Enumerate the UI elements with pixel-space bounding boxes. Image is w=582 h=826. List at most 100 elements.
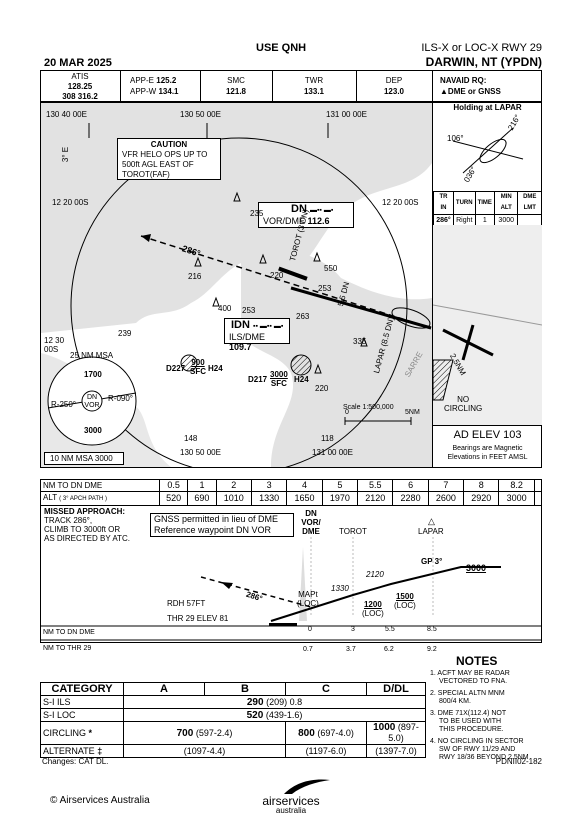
glidepath	[270, 566, 501, 622]
elevation-label: 220	[270, 271, 284, 280]
alt-cell: 1010	[215, 491, 252, 506]
dn-vor-box: DN ▬▪▪ ▬▪ VOR/DME 112.6	[258, 202, 354, 228]
dme-cell: 3	[250, 479, 288, 492]
arrow-icon	[141, 234, 151, 242]
nm-tick: 8.5	[427, 626, 437, 633]
coastline	[433, 304, 542, 326]
missed-approach-text: MISSED APPROACH: TRACK 286°, CLIMB TO 30…	[44, 507, 130, 543]
arrow-icon	[221, 582, 233, 589]
brand-logo: airservices australia	[262, 794, 320, 815]
atis-cell: ATIS 128.25 308 316.2	[62, 72, 98, 101]
alt-cell: 690	[187, 491, 217, 506]
holding-pattern	[391, 307, 431, 329]
fix-triangle-icon: △	[428, 516, 435, 526]
elevation-label: 253	[242, 306, 256, 315]
restricted-area-d227	[180, 354, 198, 372]
right-map-strip	[433, 225, 542, 425]
holding-diagram	[452, 127, 524, 174]
minima-circ-c: 800 (697-4.0)	[285, 721, 367, 745]
minima-header: CATEGORY	[40, 682, 124, 696]
minima-header: B	[204, 682, 286, 696]
lon-label: 131 00 00E	[326, 110, 367, 119]
restricted-label: D227	[166, 364, 186, 373]
restricted-area-d217	[290, 354, 312, 376]
runway-crossing	[461, 324, 475, 361]
elevation-label: 400	[218, 304, 232, 313]
profile-torot-label: TOROT	[339, 527, 367, 536]
note-marker: ‡	[97, 745, 103, 756]
hold-bearing: 106°	[447, 134, 464, 143]
alt-cell: 1970	[321, 491, 359, 506]
chart-code: PDNII02-182	[495, 757, 542, 766]
elevation-label: 239	[118, 329, 132, 338]
fix-alt-1500: 1500 (LOC)	[394, 592, 416, 610]
no-circling-area	[433, 359, 454, 401]
morse-icon: ▬▪▪ ▬▪	[309, 207, 334, 214]
alt-cell: 520	[158, 491, 189, 506]
hold-table: TR IN TURN TIME MIN ALT DME LMT 286° Rig…	[433, 191, 542, 227]
copyright: © Airservices Australia	[50, 795, 150, 806]
scale-end: 5NM	[405, 409, 420, 416]
frequency-strip	[40, 70, 542, 102]
obstacle-icon	[194, 256, 202, 267]
dme-cell: 5.5	[357, 479, 394, 492]
nm-tick: 9.2	[427, 646, 437, 653]
aerodrome-elevation: AD ELEV 103	[453, 429, 522, 441]
hold-radial-line	[452, 140, 524, 160]
obstacle-icon	[313, 251, 321, 262]
dme-cell	[533, 479, 543, 492]
alt-cell: 2280	[392, 491, 429, 506]
minima-alt-ab: (1097-4.4)	[123, 744, 286, 758]
scale-zero: 0	[345, 409, 349, 416]
obstacle-icon	[233, 191, 241, 202]
nm-tick: 5.5	[385, 626, 395, 633]
fix-alt-1200: 1200 (LOC)	[362, 600, 384, 618]
glidepath-label: GP 3°	[421, 557, 443, 566]
airport-name: DARWIN, NT (YPDN)	[425, 55, 542, 69]
profile-dn-label: DN VOR/ DME	[301, 509, 321, 536]
profile-lapar-label: LAPAR	[418, 527, 444, 536]
nm-tick: 0	[308, 626, 312, 633]
elevation-label: 216	[188, 272, 202, 281]
lon-label: 130 50 00E	[180, 110, 221, 119]
elevation-label: 253	[318, 284, 332, 293]
minima-ils-value: 290 (209) 0.8	[123, 695, 426, 709]
minima-alt-d: (1397-7.0)	[366, 744, 426, 758]
alt-cell: 2920	[463, 491, 500, 506]
lat-label: 12 20 00S	[52, 198, 89, 207]
elevation-label: 118	[321, 434, 334, 443]
alt-cell	[533, 491, 543, 506]
hold-header: MIN ALT	[493, 191, 519, 215]
caution-box: CAUTION VFR HELO OPS UP TO 500ft AGL EAS…	[117, 138, 221, 180]
notes-list: 1. ACFT MAY BE RADAR VECTORED TO FNA. 2.…	[430, 670, 529, 761]
elevation-label: 148	[184, 434, 198, 443]
restricted-hours: H24	[208, 364, 223, 373]
profile-view	[40, 505, 542, 643]
runway	[278, 266, 308, 281]
procedure-title: ILS-X or LOC-X RWY 29	[421, 42, 542, 54]
minima-circ-ab: 700 (597-2.4)	[123, 721, 286, 745]
dme-row-label: NM TO DN DME	[40, 479, 160, 492]
hold-header: DME LMT	[517, 191, 542, 215]
elevation-label: 550	[324, 264, 338, 273]
profile-alt-1330: 1330	[331, 584, 349, 593]
dme-cell: 0.5	[158, 479, 189, 492]
msa-radial: R-250°	[51, 400, 76, 409]
nm-tick: 3	[351, 626, 355, 633]
dep-cell: DEP 123.0	[383, 76, 405, 96]
minima-alt-c: (1197-6.0)	[285, 744, 367, 758]
navaid-cell: NAVAID RQ: ▲DME or GNSS	[440, 76, 501, 96]
alt-cell: 3000	[498, 491, 535, 506]
alt-row-label: ALT ( 3° APCH PATH )	[40, 491, 160, 506]
use-qnh: USE QNH	[256, 42, 307, 54]
nm-tick: 0.7	[303, 646, 313, 653]
minima-circ-d: 1000 (897-5.0)	[366, 721, 426, 745]
notes-title: NOTES	[456, 654, 498, 668]
dme-cell: 8	[463, 479, 500, 492]
